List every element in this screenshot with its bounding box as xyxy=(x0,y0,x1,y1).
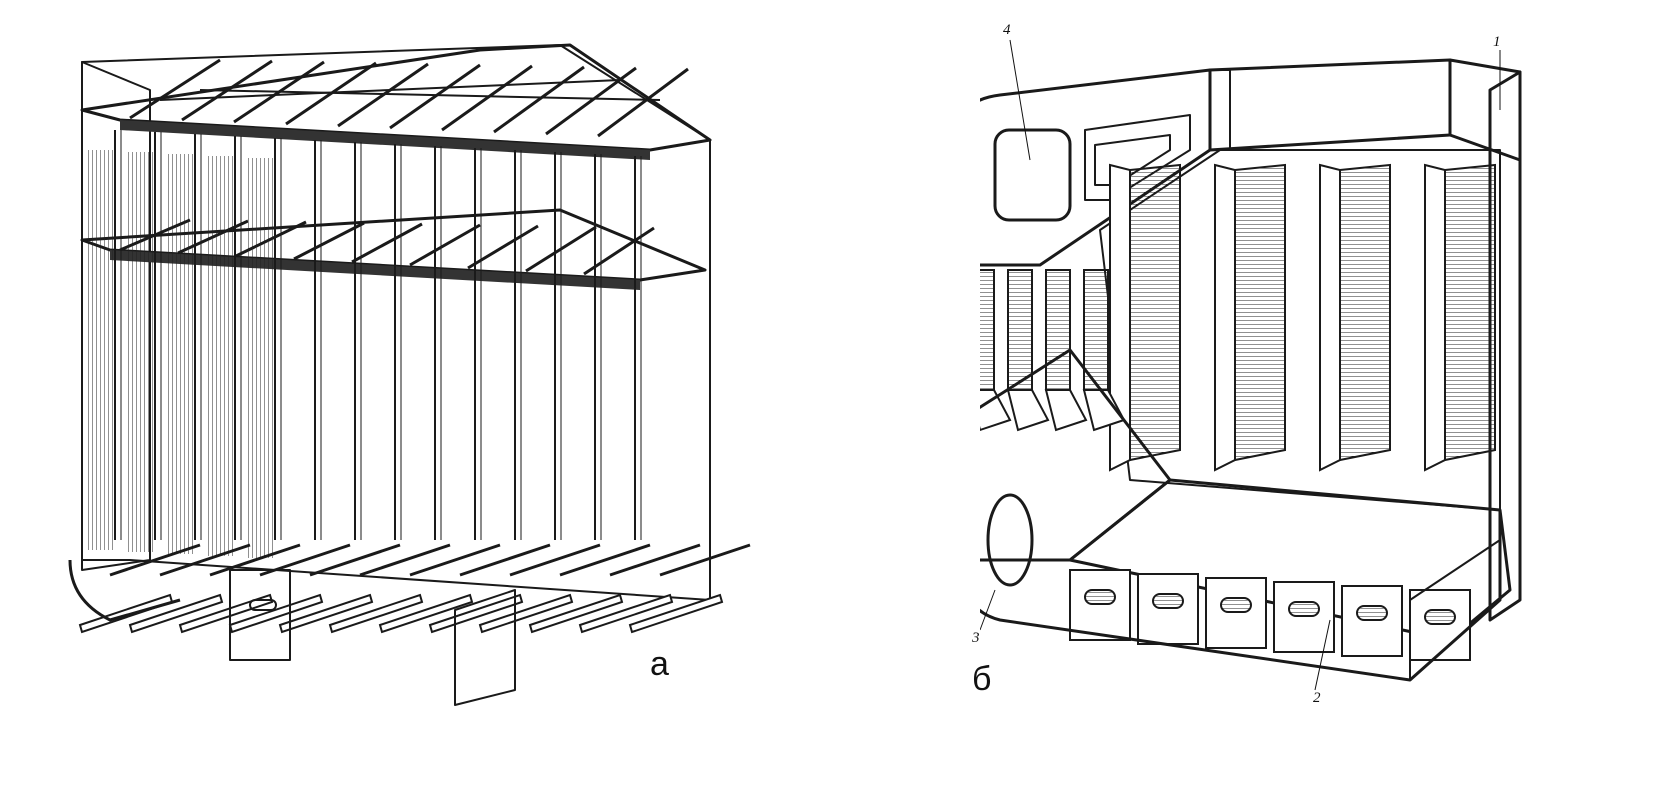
deck-beam xyxy=(351,222,423,264)
side-frame xyxy=(514,150,522,540)
side-frame xyxy=(474,148,482,540)
deck-beam xyxy=(493,65,585,134)
bottom-floor xyxy=(478,543,601,634)
side-frame xyxy=(125,132,162,552)
left-side-shell xyxy=(81,61,151,571)
side-frame xyxy=(165,134,202,554)
deck-beam xyxy=(389,63,481,130)
side-frames xyxy=(980,269,1126,432)
deck-beam xyxy=(285,61,377,126)
hatch-coaming xyxy=(1208,58,1522,162)
side-frame xyxy=(434,146,442,540)
bottom-floor xyxy=(278,543,401,634)
panel-a-transverse-framing: а xyxy=(0,0,800,789)
deck-beam xyxy=(409,223,481,267)
side-frame xyxy=(980,269,1012,432)
corrugated-bulkhead xyxy=(1109,163,1496,472)
panel-b-drawing xyxy=(980,39,1522,691)
bottom-floor xyxy=(528,543,651,634)
upper-wing-tank-web xyxy=(993,128,1072,222)
double-bottom-floor xyxy=(1341,585,1403,657)
side-frame xyxy=(1044,269,1088,432)
side-girder xyxy=(1409,539,1501,681)
bottom-floor xyxy=(178,543,301,634)
side-frame xyxy=(594,154,602,540)
deck-beam xyxy=(597,67,689,138)
panel-b-longitudinal-framing: 4 1 2 3 б xyxy=(972,0,1664,789)
bottom-floor xyxy=(628,543,751,634)
bottom-floor xyxy=(578,543,701,634)
bottom-floor xyxy=(78,543,201,634)
bottom-floor xyxy=(378,543,501,634)
lightening-hole xyxy=(249,599,277,611)
callout-3-leader xyxy=(980,589,996,631)
bottom-floor xyxy=(128,543,251,634)
floor-plate-2 xyxy=(454,589,516,706)
callout-2: 2 xyxy=(1313,690,1321,706)
side-frame xyxy=(1006,269,1050,432)
side-frame xyxy=(354,142,362,540)
floor-plate-1 xyxy=(229,569,291,661)
double-bottom-floors xyxy=(1069,569,1471,661)
double-bottom-floor xyxy=(1069,569,1131,641)
panel-a-label: а xyxy=(650,645,669,683)
double-bottom-floor xyxy=(1205,577,1267,649)
corrugation xyxy=(1214,163,1286,472)
hopper-lightening-hole xyxy=(986,493,1034,587)
bottom-floor xyxy=(328,543,451,634)
deck-beam xyxy=(337,62,429,128)
callout-4-leader xyxy=(1009,39,1031,161)
upper-deck-beams xyxy=(80,43,712,160)
corrugation xyxy=(1109,163,1181,472)
corrugation xyxy=(1424,163,1496,472)
side-frame xyxy=(1082,269,1126,432)
side-frame xyxy=(394,144,402,540)
side-frame xyxy=(634,156,642,540)
deck-beam xyxy=(441,64,533,132)
deck-beam xyxy=(181,59,273,122)
side-frame xyxy=(554,152,562,540)
deck-beam xyxy=(129,58,221,120)
panel-a-drawing xyxy=(68,43,751,706)
bottom-floors xyxy=(78,543,751,634)
side-frame xyxy=(205,136,242,556)
callout-2-leader xyxy=(1314,619,1331,691)
bottom-floor xyxy=(428,543,551,634)
deck-beam xyxy=(293,221,365,261)
double-bottom-floor xyxy=(1273,581,1335,653)
panel-b-label: б xyxy=(972,660,992,698)
callout-4: 4 xyxy=(1003,22,1011,38)
side-frames xyxy=(85,130,642,558)
side-frame xyxy=(85,130,122,550)
callout-1: 1 xyxy=(1493,34,1501,50)
corrugation xyxy=(1319,163,1391,472)
bottom-shell xyxy=(980,510,1502,682)
deck-beam xyxy=(233,60,325,124)
callout-3: 3 xyxy=(972,630,980,646)
side-shell-right xyxy=(1488,70,1522,622)
deck-beam xyxy=(545,66,637,136)
double-bottom-floor xyxy=(1137,573,1199,645)
side-frame xyxy=(314,140,322,540)
deck-beam xyxy=(467,224,539,270)
side-frame xyxy=(245,138,282,558)
double-bottom-floor xyxy=(1409,589,1471,661)
bilge-plating xyxy=(68,559,181,622)
